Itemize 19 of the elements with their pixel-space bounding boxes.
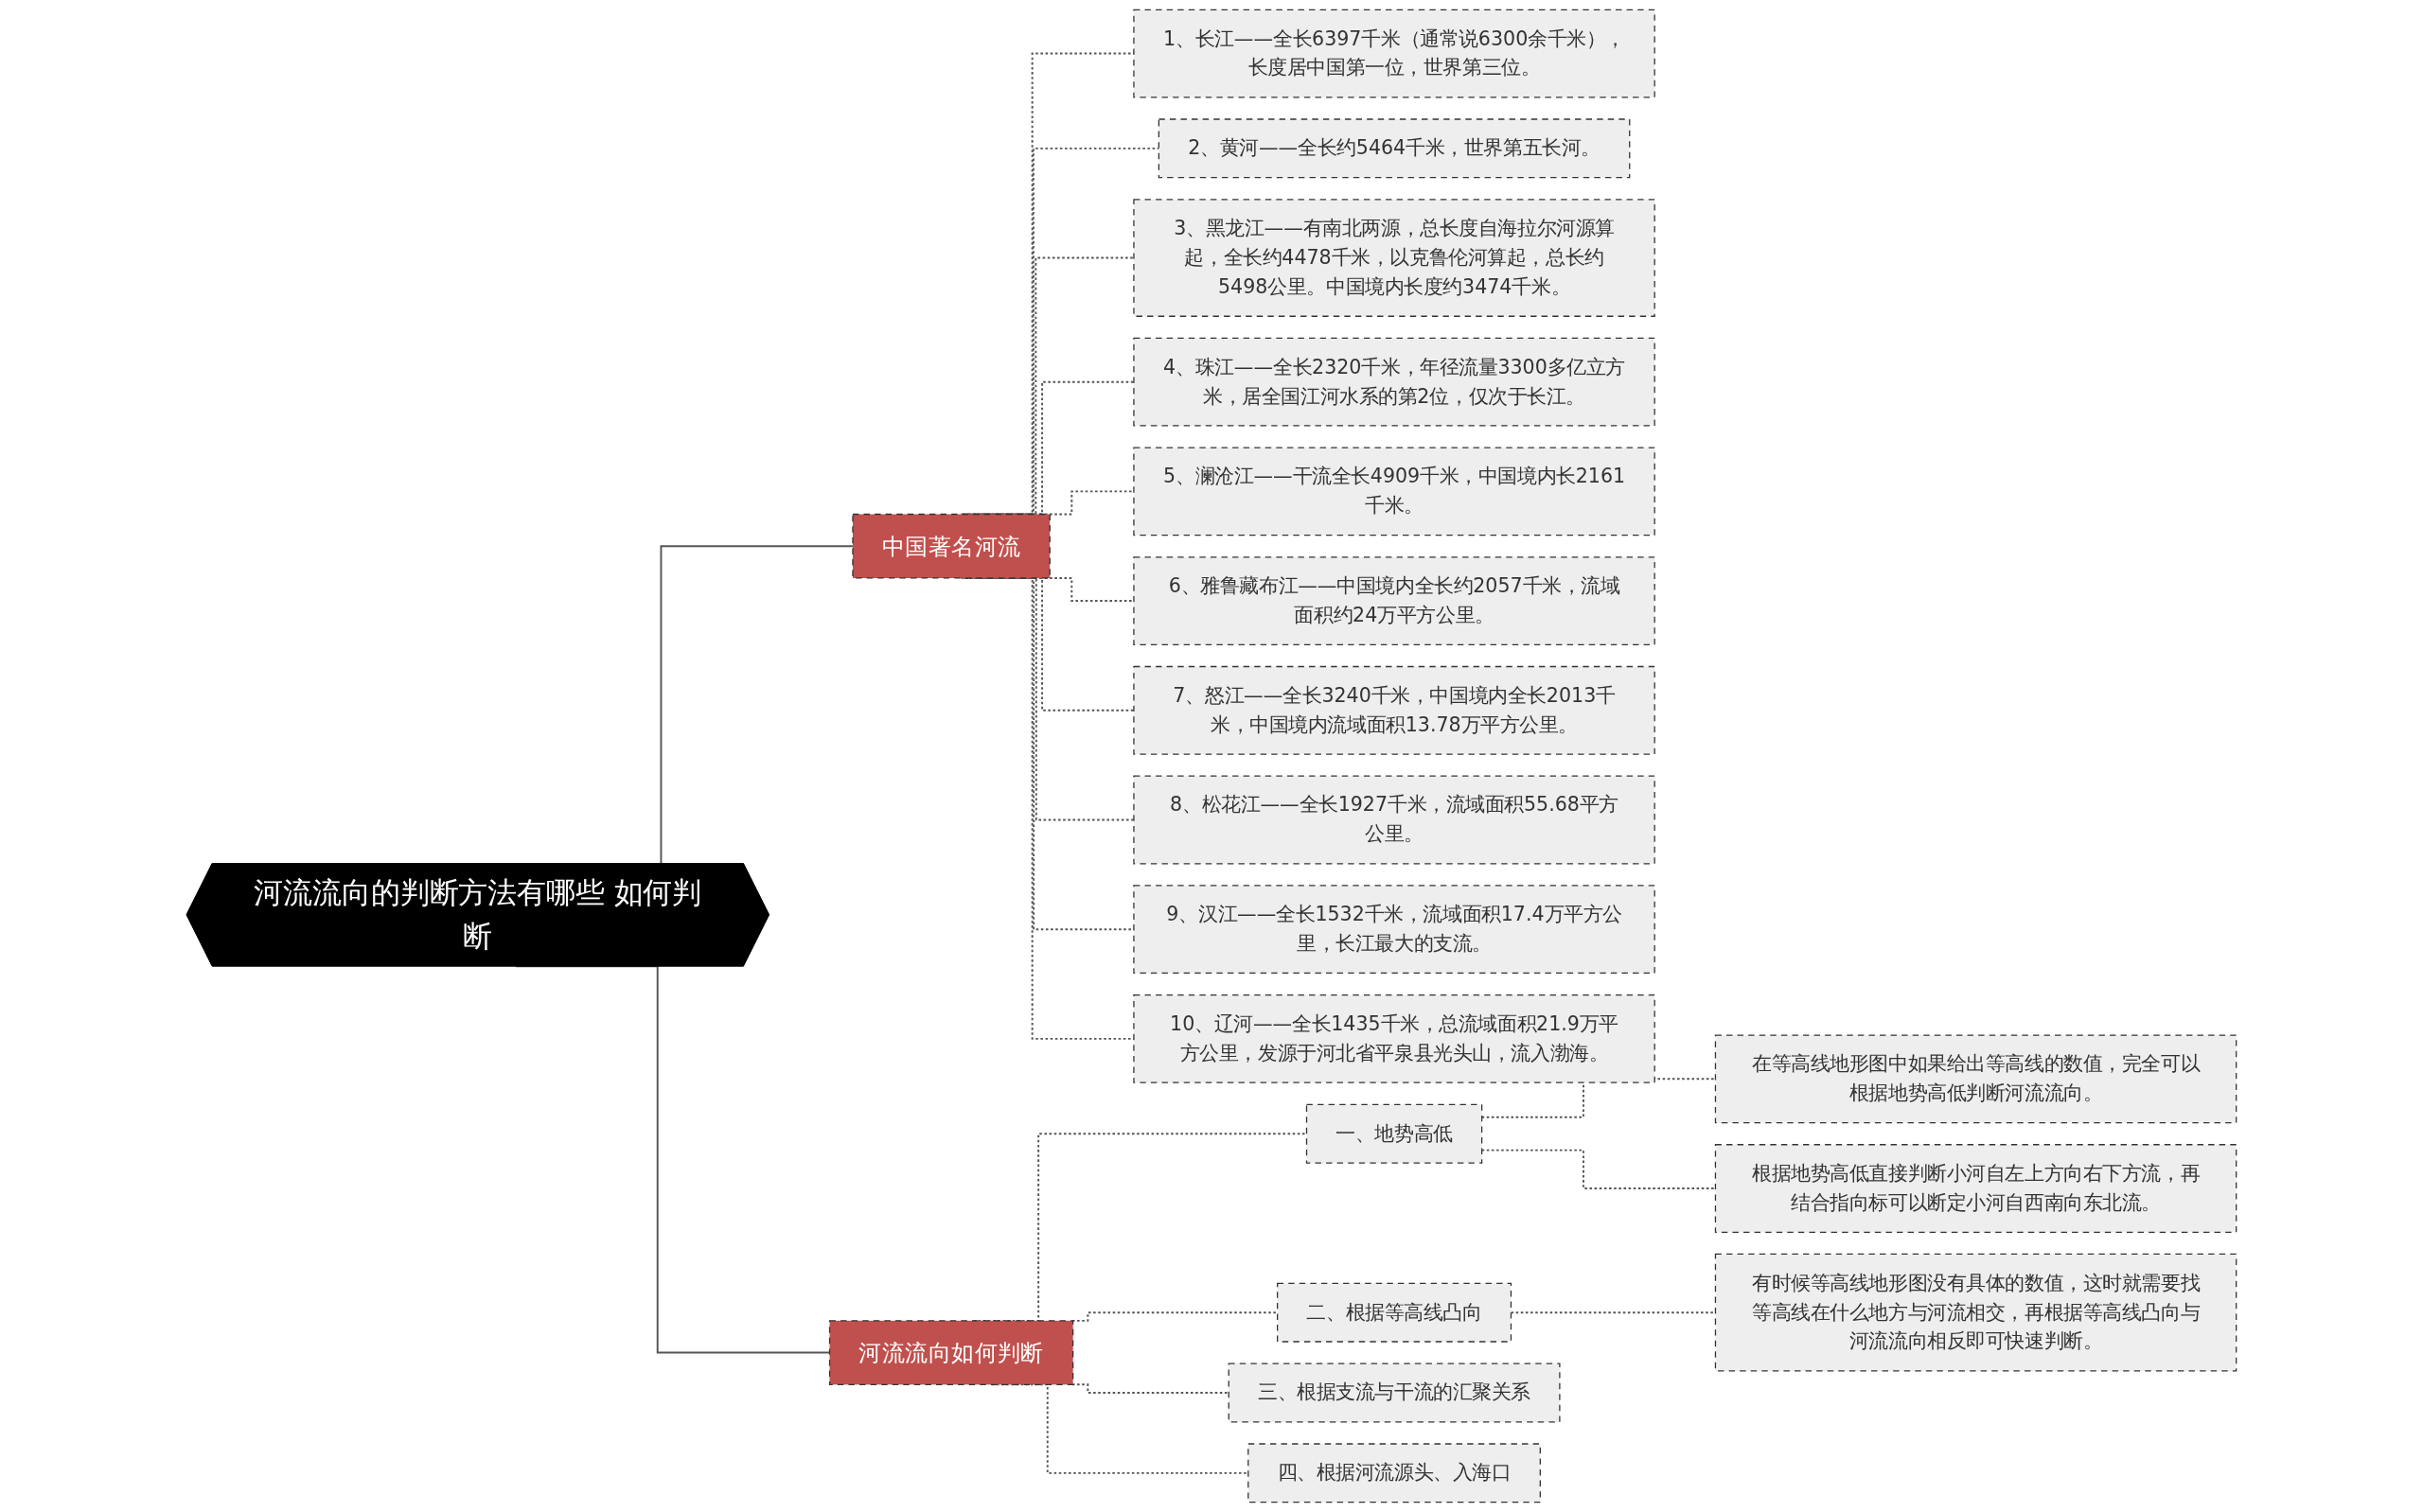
node-box: 10、辽河——全长1435千米，总流域面积21.9万平方公里，发源于河北省平泉县光头山，流入渤海。: [1133, 993, 1655, 1083]
node-box: 7、怒江——全长3240千米，中国境内全长2013千米，中国境内流域面积13.78万平方公里。: [1133, 665, 1655, 755]
node-box: 6、雅鲁藏布江——中国境内全长约2057千米，流域面积约24万平方公里。: [1133, 556, 1655, 645]
node-box: 2、黄河——全长约5464千米，世界第五长河。: [1158, 118, 1631, 179]
node-box: 一、地势高低: [1305, 1103, 1483, 1164]
node-box: 四、根据河流源头、入海口: [1247, 1443, 1541, 1503]
node-box: 有时候等高线地形图没有具体的数值，这时就需要找等高线在什么地方与河流相交，再根据等高线凸向与河流流向相反即可快速判断。: [1714, 1253, 2237, 1372]
node-box: 4、珠江——全长2320千米，年径流量3300多亿立方米，居全国江河水系的第2位，仅次于长江。: [1133, 337, 1655, 427]
node-box: 根据地势高低直接判断小河自左上方向右下方流，再结合指向标可以断定小河自西南向东北流。: [1714, 1144, 2237, 1233]
node-box: 三、根据支流与干流的汇聚关系: [1228, 1363, 1561, 1423]
node-box: 3、黑龙江——有南北两源，总长度自海拉尔河源算起，全长约4478千米，以克鲁伦河算起，总长约5498公里。中国境内长度约3474千米。: [1133, 199, 1655, 317]
node-box: 8、松花江——全长1927千米，流域面积55.68平方公里。: [1133, 775, 1655, 865]
node-box: 河流流向如何判断: [828, 1320, 1074, 1385]
node-box: 二、根据等高线凸向: [1277, 1282, 1512, 1343]
node-box: 1、长江——全长6397千米（通常说6300余千米），长度居中国第一位，世界第三位。: [1133, 9, 1655, 98]
node-box: 5、澜沧江——干流全长4909千米，中国境内长2161千米。: [1133, 447, 1655, 536]
node-box: 9、汉江——全长1532千米，流域面积17.4万平方公里，长江最大的支流。: [1133, 885, 1655, 975]
node-box: 中国著名河流: [852, 513, 1051, 579]
node-box: 在等高线地形图中如果给出等高线的数值，完全可以根据地势高低判断河流流向。: [1714, 1034, 2237, 1124]
